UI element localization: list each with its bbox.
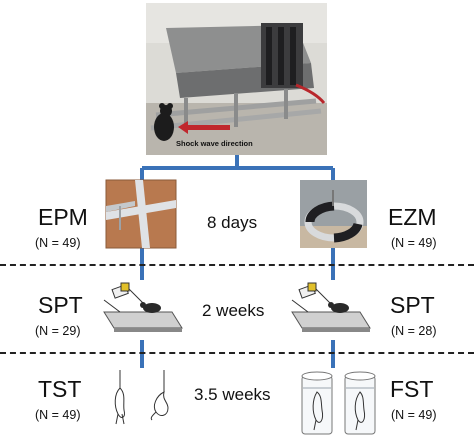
duration-2-weeks: 2 weeks: [202, 301, 265, 320]
right-n-ezm: (N = 49): [391, 236, 437, 250]
right-n-fst: (N = 49): [391, 408, 437, 422]
shock-tube-illustration: [146, 3, 327, 155]
divider-2: [0, 352, 474, 354]
right-test-ezm: EZM: [388, 204, 437, 230]
right-test-fst: FST: [390, 376, 434, 402]
duration-8-days: 8 days: [207, 213, 258, 232]
left-n-epm: (N = 49): [35, 236, 81, 250]
right-n-spt: (N = 28): [391, 324, 437, 338]
arrow-label: Shock wave direction: [176, 139, 253, 148]
left-test-tst: TST: [38, 376, 82, 402]
shock-direction-arrow: [178, 121, 230, 134]
shock-tube-photo: Shock wave direction: [146, 3, 327, 155]
left-test-spt: SPT: [38, 292, 83, 318]
right-test-spt: SPT: [390, 292, 435, 318]
divider-1: [0, 264, 474, 266]
duration-3-5-weeks: 3.5 weeks: [194, 385, 271, 404]
left-n-spt: (N = 29): [35, 324, 81, 338]
left-n-tst: (N = 49): [35, 408, 81, 422]
left-test-epm: EPM: [38, 204, 88, 230]
